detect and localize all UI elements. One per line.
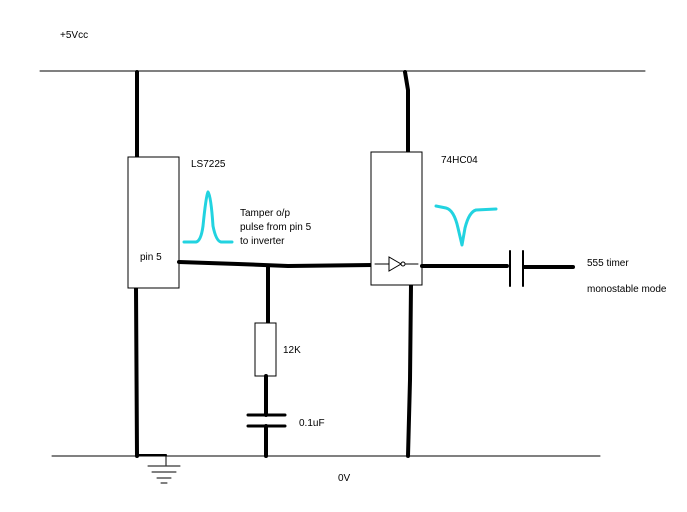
resistor-label: 12K: [283, 345, 301, 356]
ic1-gnd-wire: [134, 286, 139, 458]
note-line-3: to inverter: [240, 236, 285, 247]
ic1-ls7225: [127, 156, 180, 289]
ic2-label: 74HC04: [441, 155, 478, 166]
ground-label: 0V: [338, 473, 351, 484]
ic2-vcc-wire: [403, 70, 410, 154]
ic1-label: LS7225: [191, 159, 226, 170]
ground-icon: [136, 454, 181, 484]
ic1-pin-label: pin 5: [140, 252, 162, 263]
output-capacitor-icon: [509, 250, 524, 287]
output-label-line-1: 555 timer: [587, 258, 629, 269]
resistor-icon: [254, 322, 277, 377]
note-line-2: pulse from pin 5: [240, 222, 312, 233]
ic2-gnd-wire: [406, 283, 413, 458]
capacitor-label: 0.1uF: [299, 418, 325, 429]
inverted-pulse-waveform: [434, 204, 498, 247]
output-label-line-2: monostable mode: [587, 284, 667, 295]
supply-label: +5Vcc: [60, 30, 88, 41]
note-line-1: Tamper o/p: [240, 208, 290, 219]
not-gate-icon: [374, 256, 419, 272]
input-pulse-waveform: [182, 190, 234, 244]
pin5-to-inverter-wire: [177, 260, 374, 269]
